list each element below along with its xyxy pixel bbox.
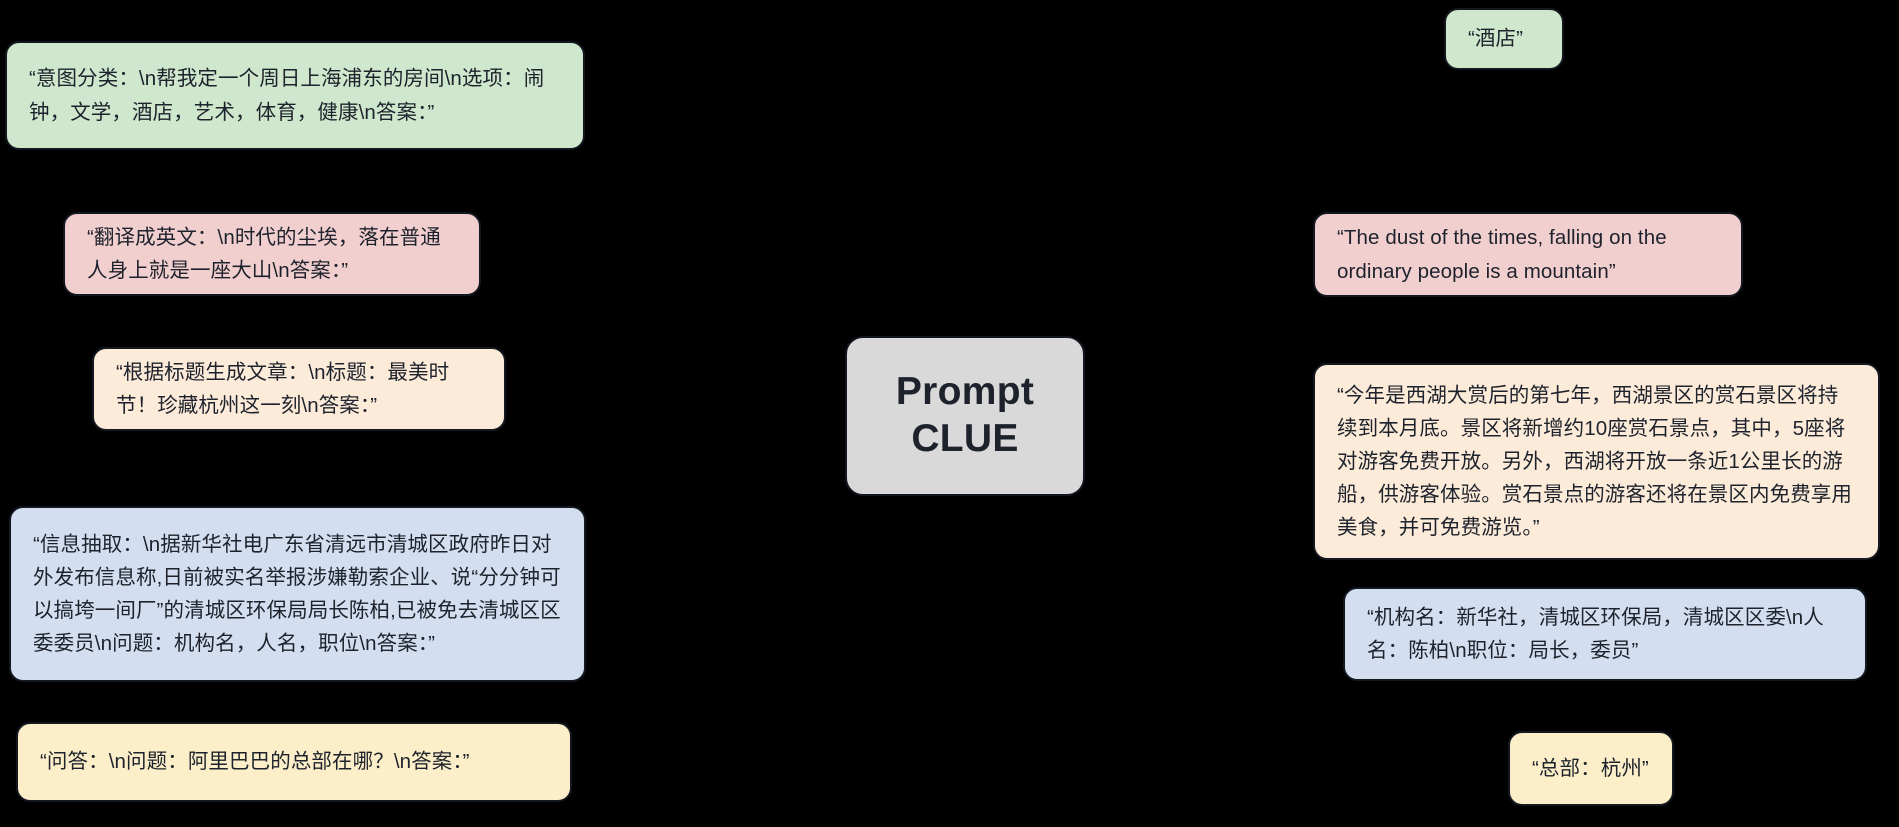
- node-question-answering-answer[interactable]: “总部：杭州”: [1508, 731, 1674, 806]
- node-text: “The dust of the times, falling on the o…: [1337, 226, 1673, 283]
- node-intent-classification-prompt[interactable]: “意图分类：\n帮我定一个周日上海浦东的房间\n选项：闹钟，文学，酒店，艺术，体…: [5, 41, 585, 150]
- node-information-extraction-answer[interactable]: “机构名：新华社，清城区环保局，清城区区委\n人名：陈柏\n职位：局长，委员”: [1343, 587, 1867, 681]
- node-text: “酒店”: [1468, 27, 1524, 51]
- node-text: “翻译成英文：\n时代的尘埃，落在普通人身上就是一座大山\n答案：”: [87, 225, 441, 282]
- node-translation-prompt[interactable]: “翻译成英文：\n时代的尘埃，落在普通人身上就是一座大山\n答案：”: [63, 212, 481, 296]
- node-text: “总部：杭州”: [1532, 756, 1649, 780]
- node-text: “机构名：新华社，清城区环保局，清城区区委\n人名：陈柏\n职位：局长，委员”: [1367, 605, 1824, 662]
- node-text: “问答：\n问题：阿里巴巴的总部在哪？\n答案：”: [40, 750, 470, 774]
- node-question-answering-prompt[interactable]: “问答：\n问题：阿里巴巴的总部在哪？\n答案：”: [16, 722, 572, 802]
- node-text: “意图分类：\n帮我定一个周日上海浦东的房间\n选项：闹钟，文学，酒店，艺术，体…: [29, 67, 545, 124]
- node-text: “今年是西湖大赏后的第七年，西湖景区的赏石景区将持续到本月底。景区将新增约10座…: [1337, 383, 1852, 540]
- node-text: “信息抽取：\n据新华社电广东省清远市清城区政府昨日对外发布信息称,日前被实名举…: [33, 532, 561, 656]
- node-intent-classification-answer[interactable]: “酒店”: [1444, 8, 1564, 70]
- node-promptclue-model[interactable]: Prompt CLUE: [845, 336, 1085, 496]
- node-translation-answer[interactable]: “The dust of the times, falling on the o…: [1313, 212, 1743, 297]
- node-text: “根据标题生成文章：\n标题：最美时节！珍藏杭州这一刻\n答案：”: [116, 360, 450, 417]
- node-article-generation-answer[interactable]: “今年是西湖大赏后的第七年，西湖景区的赏石景区将持续到本月底。景区将新增约10座…: [1313, 363, 1880, 560]
- node-article-generation-prompt[interactable]: “根据标题生成文章：\n标题：最美时节！珍藏杭州这一刻\n答案：”: [92, 347, 506, 431]
- node-title: Prompt CLUE: [895, 370, 1035, 460]
- node-information-extraction-prompt[interactable]: “信息抽取：\n据新华社电广东省清远市清城区政府昨日对外发布信息称,日前被实名举…: [9, 506, 586, 682]
